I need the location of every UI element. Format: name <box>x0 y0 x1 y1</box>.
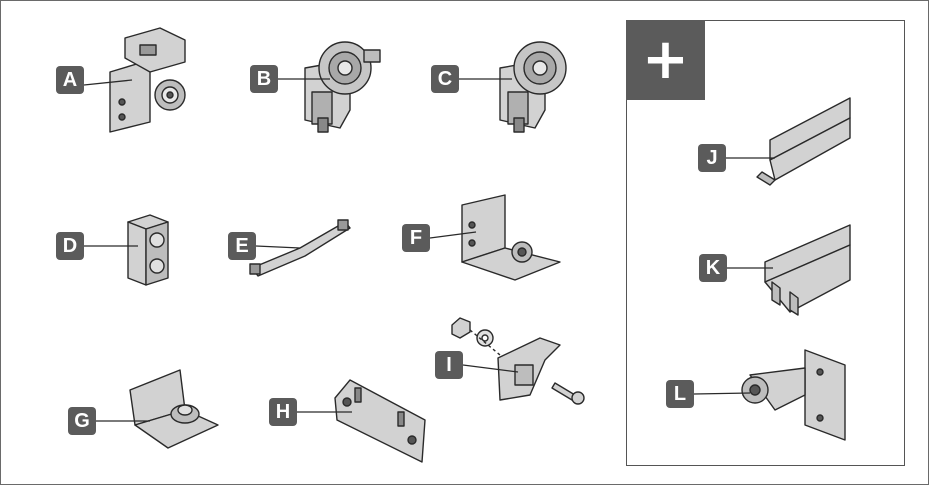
part-g-drawing <box>129 369 219 449</box>
label-j: J <box>698 144 726 172</box>
label-g: G <box>68 407 96 435</box>
part-b-drawing <box>304 41 381 133</box>
label-f: F <box>402 224 430 252</box>
part-f-drawing <box>461 194 561 281</box>
label-h: H <box>269 398 297 426</box>
label-k: K <box>699 254 727 282</box>
part-c-drawing <box>499 41 567 133</box>
part-a-drawing <box>109 27 186 133</box>
part-l-drawing <box>741 349 846 441</box>
part-k-drawing <box>764 224 851 316</box>
additional-parts-box <box>626 20 905 466</box>
part-d-drawing <box>127 214 169 286</box>
plus-icon: + <box>626 20 705 100</box>
label-i: I <box>435 351 463 379</box>
label-d: D <box>56 232 84 260</box>
part-j-drawing <box>756 97 851 186</box>
part-h-drawing <box>334 379 426 463</box>
label-a: A <box>56 66 84 94</box>
label-c: C <box>431 65 459 93</box>
label-l: L <box>666 380 694 408</box>
label-e: E <box>228 232 256 260</box>
part-i-drawing <box>451 317 585 405</box>
label-b: B <box>250 65 278 93</box>
leader-lines <box>83 78 775 422</box>
